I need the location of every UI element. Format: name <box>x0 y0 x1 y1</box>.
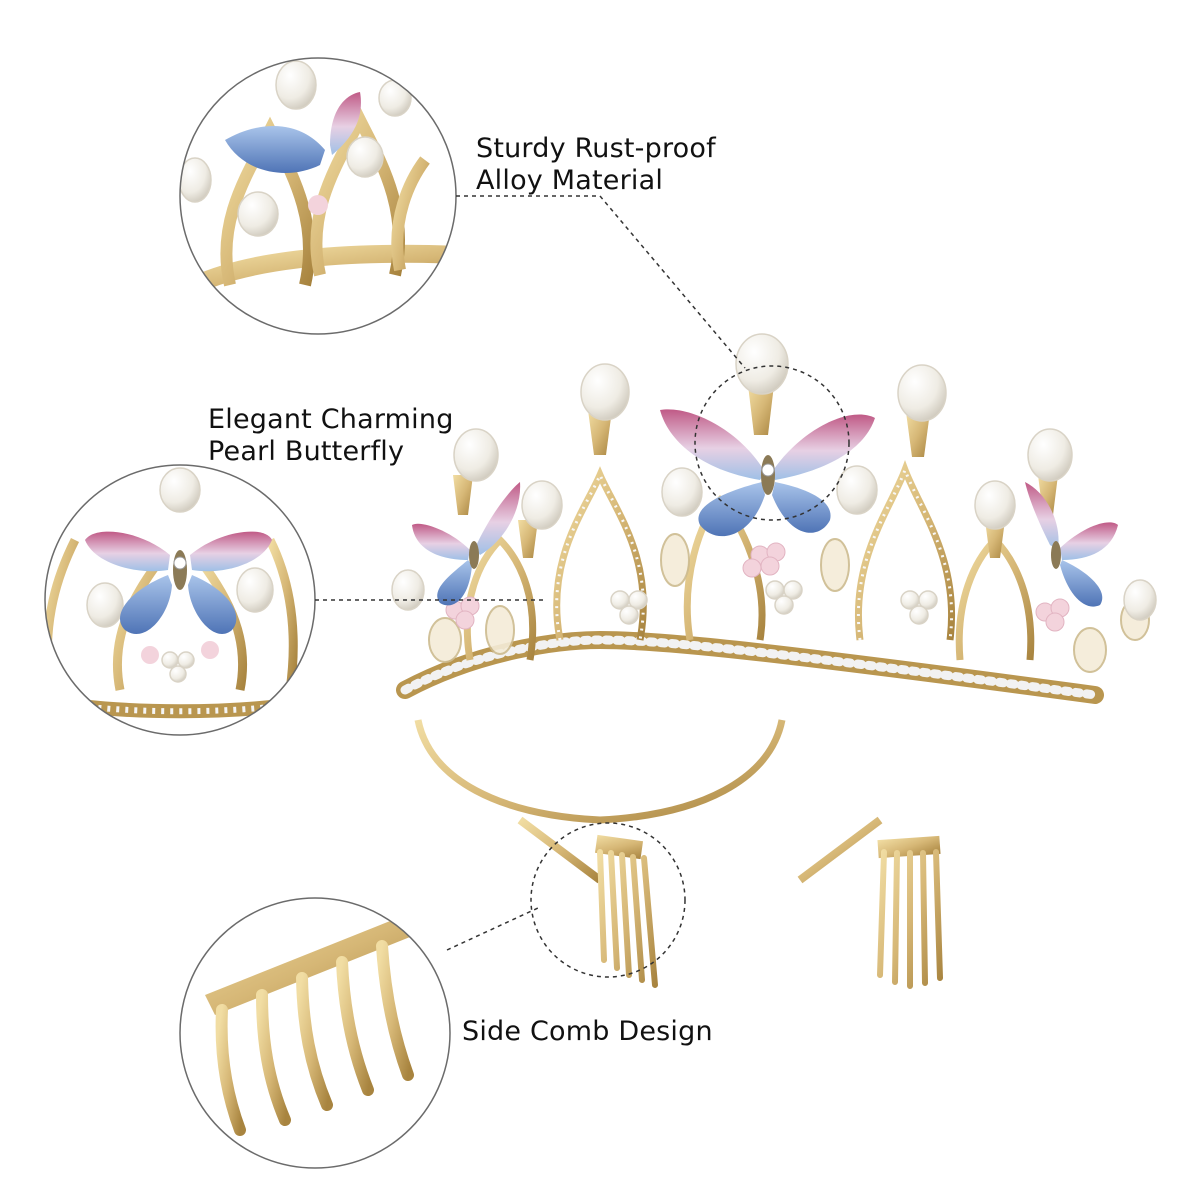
tiara-image <box>391 333 1157 989</box>
callout-butterfly-line1: Elegant Charming <box>208 404 454 435</box>
leader-line-alloy <box>456 195 746 369</box>
target-circle-butterfly <box>694 365 850 521</box>
right-butterfly-icon <box>1025 482 1118 607</box>
headband-left-arm <box>517 816 603 884</box>
callout-label-comb: Side Comb Design <box>462 1016 713 1048</box>
zoom-circle-comb <box>179 897 451 1169</box>
callout-alloy-line2: Alloy Material <box>476 165 664 196</box>
callout-butterfly-line2: Pearl Butterfly <box>208 436 405 467</box>
callout-comb-line1: Side Comb Design <box>462 1016 713 1047</box>
zoom-circle-alloy <box>179 57 457 335</box>
zoom-circle-butterfly <box>44 464 316 736</box>
left-comb-icon <box>594 834 658 988</box>
leader-line-comb <box>446 907 539 951</box>
pearls-group <box>391 333 1157 625</box>
callout-alloy-line1: Sturdy Rust-proof <box>476 133 716 164</box>
left-butterfly-icon <box>412 482 521 606</box>
headband-right-arm <box>797 816 883 884</box>
center-butterfly-icon <box>660 409 875 537</box>
callout-label-butterfly: Elegant Charming Pearl Butterfly <box>208 404 454 468</box>
target-circle-comb <box>530 822 686 978</box>
callout-label-alloy: Sturdy Rust-proof Alloy Material <box>476 133 716 197</box>
headband-arc <box>414 719 786 824</box>
right-comb-icon <box>877 835 943 989</box>
